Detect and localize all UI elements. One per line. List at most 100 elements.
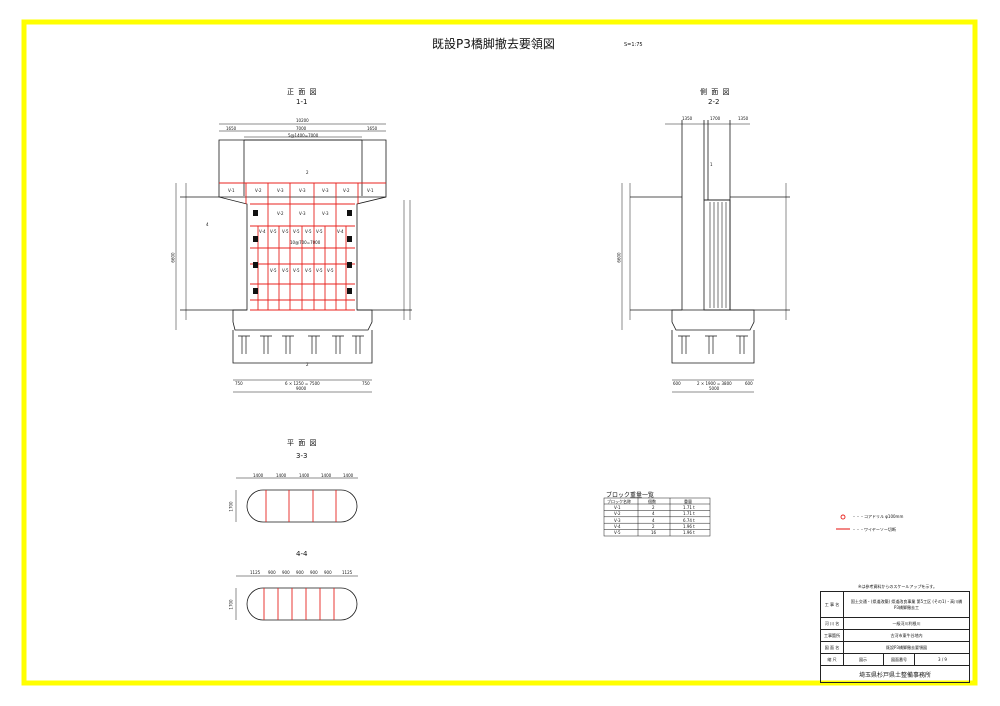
title-block-key-sheet: 図面番号 — [884, 654, 915, 665]
plan33-heading: 平 面 図 — [287, 439, 318, 447]
block-r4-3: V-5 — [293, 268, 300, 273]
block-r4-2: V-5 — [282, 268, 289, 273]
block-top-2: V-2 — [255, 188, 262, 193]
front-view-section: 1-1 — [296, 98, 308, 106]
block-table-r1-c1: V-1 — [614, 505, 621, 510]
front-dim-footing-mid: 6 × 1250 = 7500 — [285, 381, 320, 386]
block-table-r3-c1: V-3 — [614, 518, 621, 523]
title-block-value-river: 一級河川利根川 — [892, 620, 921, 626]
block-table-r5-c3: 1.96 t — [683, 530, 695, 535]
block-table-r1-c2: 2 — [652, 505, 655, 510]
side-dim-footing-left: 600 — [673, 381, 681, 386]
block-top-6: V-2 — [343, 188, 350, 193]
block-table-r5-c1: V-5 — [614, 530, 621, 535]
title-block-key-project: 工 事 名 — [821, 592, 844, 617]
front-dim-footing-right: 750 — [362, 381, 370, 386]
front-anchor-blocks — [253, 210, 352, 294]
drawing-title: 既設P3橋脚撤去要領図 — [432, 37, 555, 51]
block-top-3: V-3 — [277, 188, 284, 193]
block-r3-4: V-5 — [293, 229, 300, 234]
side-dim-top-right: 1350 — [738, 116, 749, 121]
block-r3-5: V-5 — [305, 229, 312, 234]
block-r3-6: V-5 — [316, 229, 323, 234]
block-mid-1: V-2 — [277, 211, 284, 216]
title-block: 工 事 名 国土交通・(県道改築) 県道改良事業 第5工区 (その1)・高川橋P… — [820, 591, 970, 683]
front-dim-footing-left: 750 — [235, 381, 243, 386]
block-table-r4-c3: 1.96 t — [683, 524, 695, 529]
plan33-dim-4: 1400 — [321, 473, 332, 478]
block-r4-4: V-5 — [305, 268, 312, 273]
title-block-value-scale: 図示 — [843, 654, 884, 665]
block-table-r2-c3: 1.71 t — [683, 511, 695, 516]
plan44-dim-2: 900 — [268, 570, 276, 575]
plan44-view — [235, 575, 358, 621]
front-footing — [232, 330, 373, 364]
front-marker-2-bottom: 2 — [306, 362, 309, 367]
sheet-border — [21, 19, 978, 686]
plan44-dim-1: 1125 — [250, 570, 261, 575]
front-view — [180, 139, 412, 364]
plan33-dim-3: 1400 — [299, 473, 310, 478]
side-dim-footing-mid: 2 × 1900 = 3800 — [697, 381, 732, 386]
side-dimension-lines — [621, 123, 787, 393]
plan44-section: 4-4 — [296, 550, 308, 558]
title-block-row-drawing: 図 面 名 既設P3橋脚撤去要領図 — [821, 642, 970, 654]
front-dim-height: 6600 — [170, 252, 176, 263]
block-table-title: ブロック重量一覧 — [606, 492, 655, 499]
title-block-row-site: 工事箇所 古河市東牛谷地内 — [821, 630, 970, 642]
block-table-h3: 重量 — [684, 499, 692, 504]
side-dim-top-mid: 1700 — [710, 116, 721, 121]
side-piles — [678, 335, 748, 354]
plan33-width: 1700 — [228, 501, 234, 512]
side-hatching — [709, 202, 727, 308]
drawing-scale: S=1:75 — [624, 42, 643, 48]
block-table-r5-c2: 16 — [651, 530, 657, 535]
plan44-width: 1700 — [228, 599, 234, 610]
block-r4-1: V-5 — [270, 268, 277, 273]
front-dim-cap-inner: 5@1400=7000 — [288, 133, 319, 138]
title-block-value-sheet: 3 / 9 — [938, 657, 947, 662]
plan44-dim-5: 900 — [310, 570, 318, 575]
side-marker-1: 1 — [710, 162, 713, 167]
legend-core-symbol — [840, 514, 846, 520]
block-top-7: V-1 — [367, 188, 374, 193]
block-table-h2: 個数 — [648, 499, 656, 504]
front-marker-2-top: 2 — [306, 170, 309, 175]
front-cap-outline — [218, 139, 387, 331]
block-table-r2-c1: V-2 — [614, 511, 621, 516]
block-table-h1: ブロック名称 — [607, 499, 631, 504]
front-dim-inner: 7000 — [296, 126, 307, 131]
side-dim-footing-right: 600 — [745, 381, 753, 386]
block-table-r1-c3: 1.71 t — [683, 505, 695, 510]
side-view — [630, 120, 790, 364]
front-view-heading: 正 面 図 — [287, 88, 318, 96]
plan33-section: 3-3 — [296, 452, 308, 460]
plan44-dim-3: 900 — [282, 570, 290, 575]
front-dim-right-over: 1650 — [367, 126, 378, 131]
plan33-dim-1: 1400 — [253, 473, 264, 478]
front-dim-wall-span: 10@700=7000 — [290, 240, 321, 245]
plan44-dim-6: 900 — [324, 570, 332, 575]
block-r3-2: V-5 — [270, 229, 277, 234]
side-view-heading: 側 面 図 — [700, 88, 731, 96]
title-block-row-river: 河 川 名 一級河川利根川 — [821, 618, 970, 630]
legend-core-label: ・・・コアドリル φ100mm — [852, 514, 904, 519]
front-dim-left-over: 1650 — [226, 126, 237, 131]
block-table-r4-c1: V-4 — [614, 524, 621, 529]
front-cut-grid — [219, 182, 386, 311]
title-block-office: 埼玉県杉戸県土整備事務所 — [858, 671, 931, 679]
block-r3-7: V-4 — [337, 229, 344, 234]
plan44-dim-4: 900 — [296, 570, 304, 575]
block-top-1: V-1 — [228, 188, 235, 193]
side-dim-top-left: 1350 — [682, 116, 693, 121]
title-block-value-site: 古河市東牛谷地内 — [890, 632, 923, 638]
plan33-view — [235, 477, 358, 523]
legend-cut-label: ・・・ワイヤーソー切断 — [852, 527, 896, 532]
title-block-value-drawing: 既設P3橋脚撤去要領図 — [886, 644, 927, 650]
block-top-5: V-3 — [322, 188, 329, 193]
front-marker-4: 4 — [206, 222, 209, 227]
title-block-row-scale: 縮 尺 図示 図面番号 3 / 9 — [821, 654, 970, 666]
block-table-r3-c3: 6.74 t — [683, 518, 695, 523]
block-r4-6: V-5 — [327, 268, 334, 273]
